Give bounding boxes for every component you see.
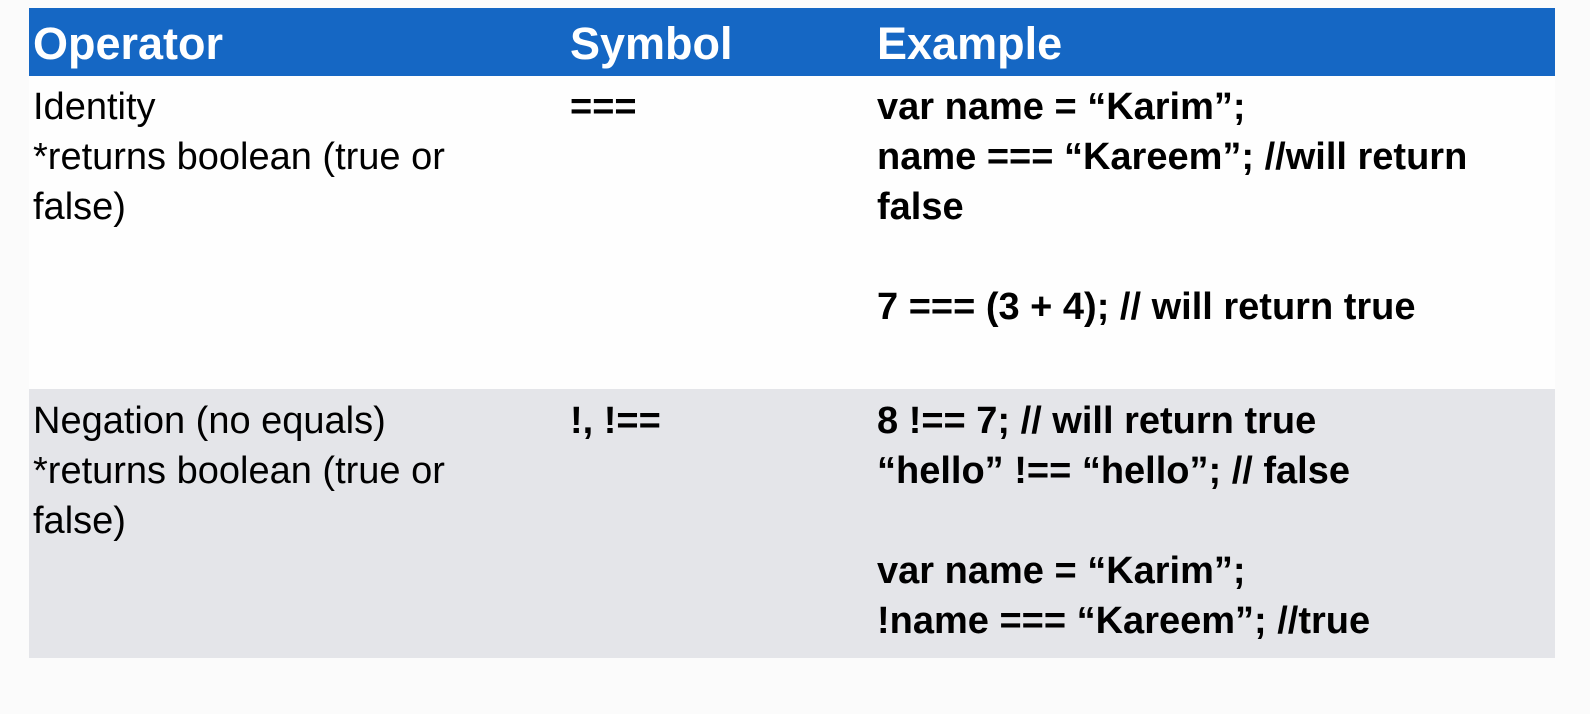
- header-operator: Operator: [33, 18, 224, 69]
- example-line: name === “Kareem”; //will return: [877, 136, 1468, 178]
- operators-table: Operator Symbol Example Identity *return…: [29, 8, 1555, 658]
- operator-text: *returns boolean (true or: [33, 450, 445, 492]
- example-line: 7 === (3 + 4); // will return true: [877, 286, 1416, 328]
- operator-text: *returns boolean (true or: [33, 136, 445, 178]
- example-line: var name = “Karim”;: [877, 550, 1246, 592]
- symbol-cell: ===: [570, 86, 637, 128]
- example-line: var name = “Karim”;: [877, 86, 1246, 128]
- example-line: !name === “Kareem”; //true: [877, 600, 1371, 642]
- example-line: 8 !== 7; // will return true: [877, 400, 1317, 442]
- header-symbol: Symbol: [570, 18, 733, 69]
- example-line: false: [877, 186, 964, 228]
- example-cell: 8 !== 7; // will return true “hello” !==…: [877, 396, 1555, 646]
- operator-text: Identity: [33, 86, 156, 128]
- table-header: Operator Symbol Example: [29, 8, 1555, 76]
- example-cell: var name = “Karim”; name === “Kareem”; /…: [877, 82, 1555, 332]
- table-row: Identity *returns boolean (true or false…: [29, 76, 1555, 389]
- operator-text: false): [33, 500, 126, 542]
- operator-cell: Negation (no equals) *returns boolean (t…: [33, 396, 513, 546]
- example-spacer: [877, 496, 1555, 546]
- table-row: Negation (no equals) *returns boolean (t…: [29, 389, 1555, 658]
- operator-text: Negation (no equals): [33, 400, 386, 442]
- example-spacer: [877, 232, 1555, 282]
- operator-text: false): [33, 186, 126, 228]
- header-example: Example: [877, 18, 1063, 69]
- symbol-cell: !, !==: [570, 400, 661, 442]
- example-line: “hello” !== “hello”; // false: [877, 450, 1350, 492]
- operator-cell: Identity *returns boolean (true or false…: [33, 82, 513, 232]
